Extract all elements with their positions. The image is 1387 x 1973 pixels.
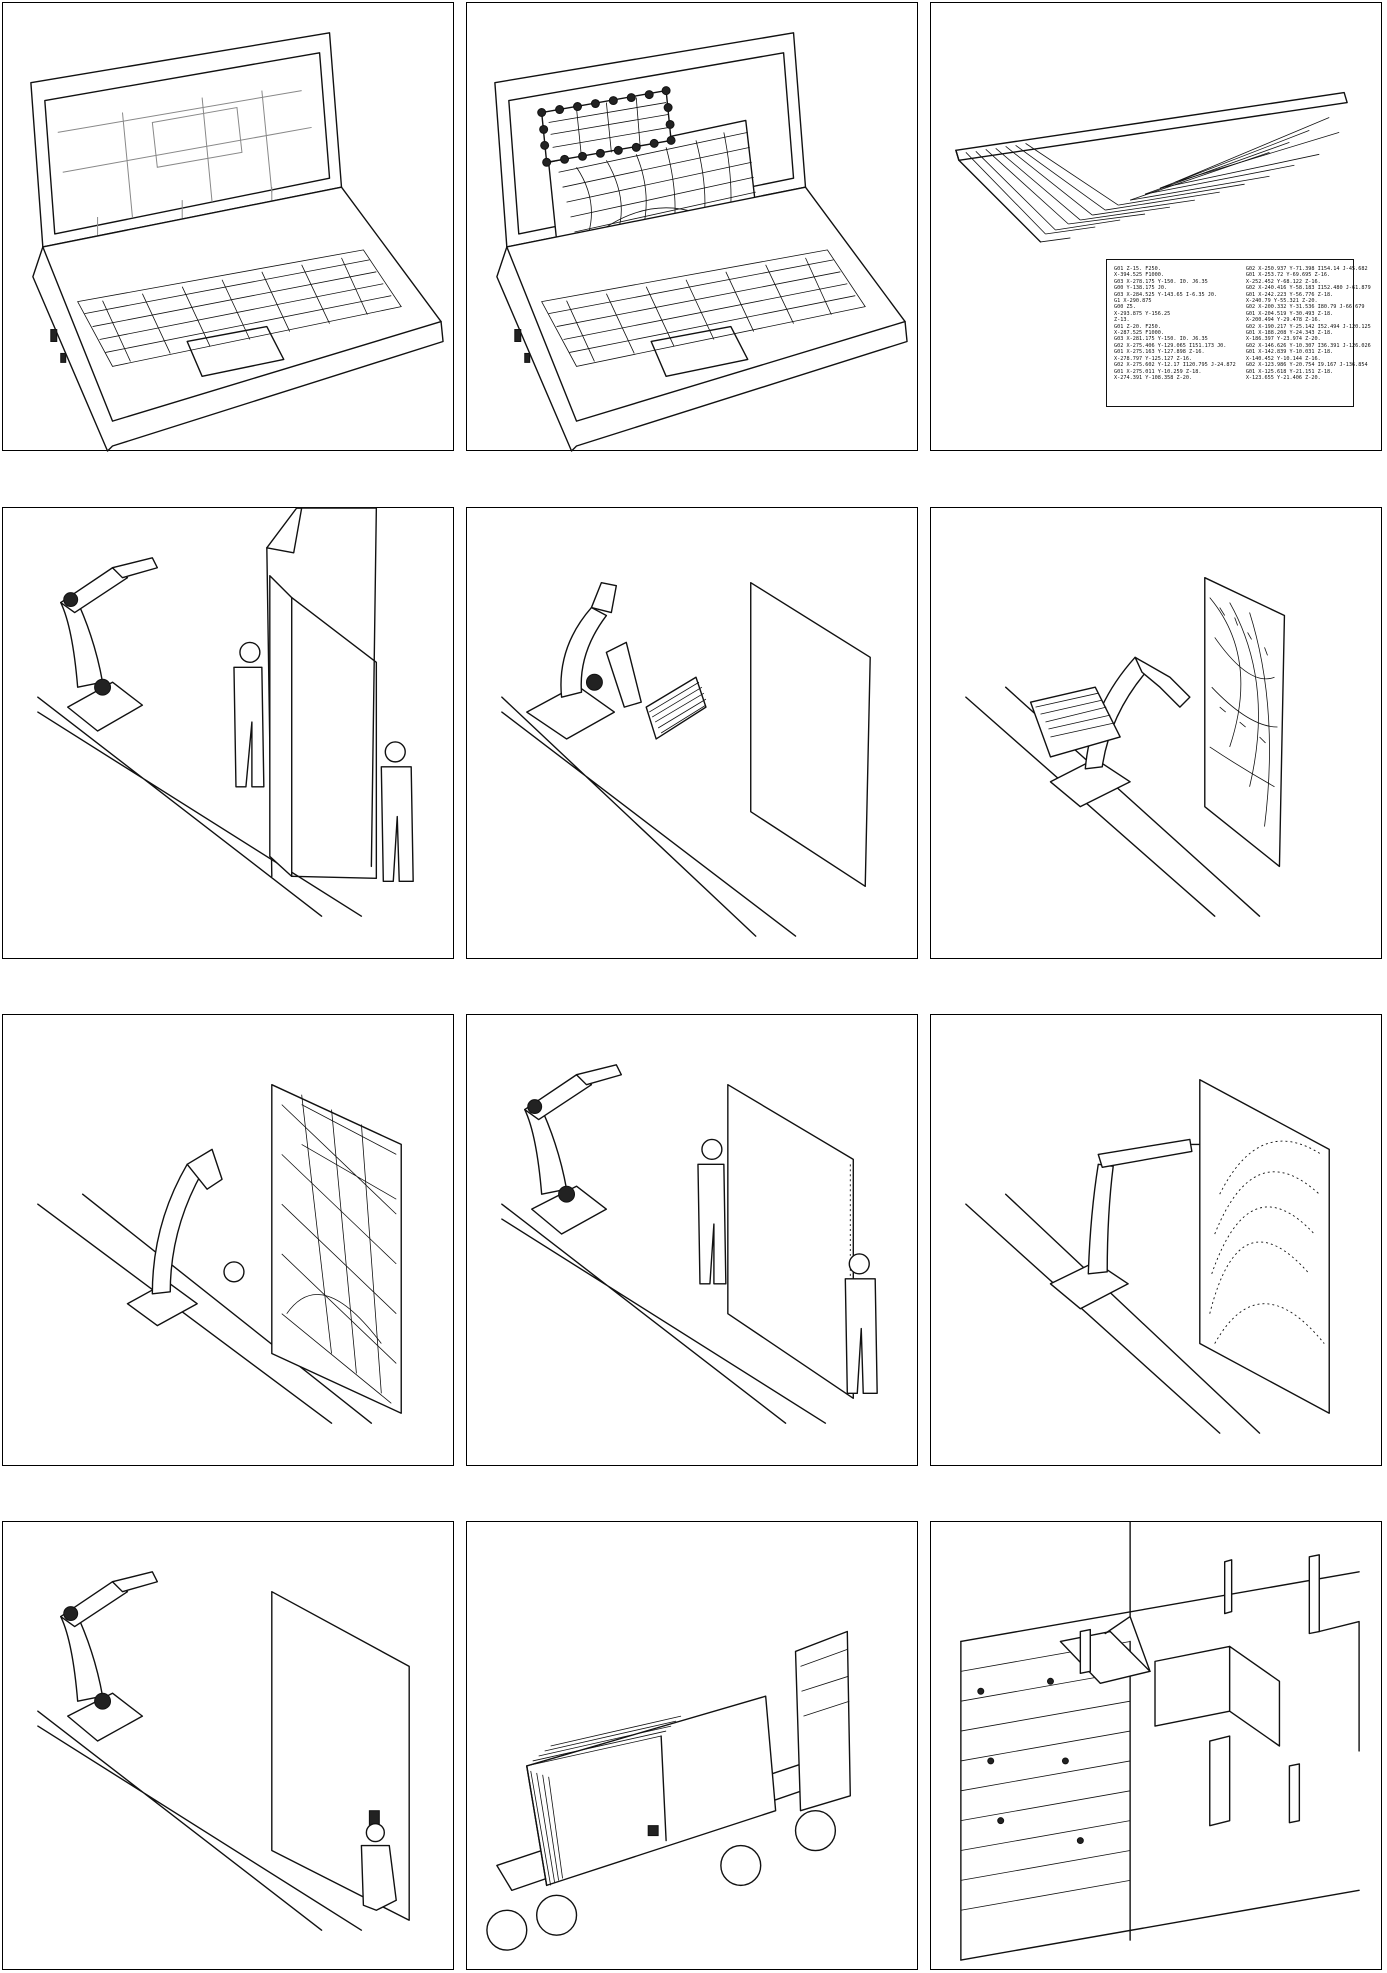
gcode-line: G03 X-278.175 Y-150. I0. J6.35 [1114, 278, 1208, 285]
gcode-line: G02 X-275.406 Y-129.065 I151.173 J0. [1114, 342, 1227, 349]
building-assembly-drawing [960, 1521, 1360, 1961]
gcode-line: X-186.397 Y-23.974 Z-20. [1245, 336, 1321, 343]
panel-robot-finished-panel [2, 1521, 454, 1970]
gcode-line: G01 X-242.223 Y-56.776 Z-18. [1245, 291, 1334, 298]
gcode-line: X-140.452 Y-10.144 Z-16. [1245, 355, 1321, 362]
gcode-line: X-200.494 Y-29.478 Z-16. [1245, 317, 1321, 324]
panel-building-assembly [930, 1521, 1382, 1970]
panel-laptop-model [2, 2, 454, 452]
panel-robot-strips [466, 507, 918, 959]
gcode-line: G02 X-146.626 Y-10.307 I36.391 J-126.026 [1245, 342, 1371, 349]
layer-stack-drawing [955, 91, 1348, 243]
gcode-line: G01 X-275.163 Y-127.898 Z-16. [1114, 349, 1205, 356]
gcode-line: G02 X-190.217 Y-25.142 I52.494 J-120.125 [1245, 323, 1371, 330]
gcode-line: X-394.525 F1000. [1114, 272, 1164, 279]
gcode-line: G03 X-281.175 Y-150. I0. J6.35 [1114, 336, 1208, 343]
gcode-line: X-293.875 Y-156.25 [1114, 310, 1171, 317]
gcode-line: X-252.452 Y-68.122 Z-16. [1245, 278, 1321, 285]
panel-toolpath-gcode: G01 Z-15. F250.X-394.525 F1000.G03 X-278… [930, 2, 1382, 451]
robot-panel-placement-drawing [37, 507, 414, 917]
gcode-line: G02 X-123.986 Y-20.754 I9.167 J-136.854 [1245, 362, 1368, 369]
gcode-line: X-123.655 Y-21.406 Z-20. [1245, 374, 1321, 381]
gcode-line: G02 X-275.602 Y-12.17 I120.795 J-24.872 [1114, 362, 1236, 369]
gcode-line: X-274.391 Y-108.358 Z-20. [1114, 374, 1193, 381]
panel-robot-panel-remove [466, 1014, 918, 1466]
gcode-line: G01 Z-20. F250. [1114, 323, 1161, 330]
gcode-line: G01 X-188.208 Y-24.343 Z-18. [1245, 330, 1334, 337]
gcode-line: G01 X-142.839 Y-10.031 Z-18. [1245, 349, 1334, 356]
gcode-line: X-287.525 F1000. [1114, 330, 1164, 337]
gcode-column-left: G01 Z-15. F250.X-394.525 F1000.G03 X-278… [1114, 266, 1236, 400]
panel-robot-mesh-wall [930, 507, 1382, 959]
robot-finished-panel-drawing [37, 1571, 410, 1931]
panel-robot-panel-placement [2, 507, 454, 959]
gcode-line: G02 X-240.416 Y-58.183 I152.480 J-61.879 [1245, 285, 1371, 292]
gcode-line: X-278.797 Y-125.127 Z-16. [1114, 355, 1193, 362]
truck-transport-drawing [486, 1630, 851, 1951]
gcode-line: G00 Z5. [1114, 304, 1136, 311]
laptop-model-drawing [30, 32, 444, 452]
robot-dotted-wall-drawing [965, 1079, 1330, 1434]
gcode-line: G1 X-290.875 [1114, 298, 1152, 305]
panel-laptop-mesh [466, 2, 918, 452]
robot-strips-drawing [501, 581, 871, 937]
panel-truck-transport [466, 1521, 918, 1970]
laptop-mesh-drawing [494, 32, 908, 452]
gcode-line: X-240.79 Y-55.321 Z-20. [1245, 298, 1318, 305]
gcode-line: G02 X-250.937 Y-71.398 I154.14 J-45.682 [1245, 266, 1368, 272]
robot-panel-remove-drawing [501, 1064, 878, 1424]
gcode-line: G01 X-275.011 Y-10.259 Z-18. [1114, 368, 1202, 375]
gcode-line: G01 Z-15. F250. [1114, 266, 1161, 272]
gcode-line: G00 Y-138.175 J0. [1114, 285, 1168, 292]
gcode-line: G01 X-204.519 Y-30.493 Z-18. [1245, 310, 1334, 317]
gcode-line: G03 X-284.525 Y-143.65 I-6.35 J0. [1114, 291, 1218, 298]
gcode-line: G01 X-253.72 Y-69.695 Z-16. [1245, 272, 1331, 279]
panel-robot-dotted-wall [930, 1014, 1382, 1466]
robot-grid-wall-drawing [37, 1083, 402, 1424]
panel-robot-grid-wall [2, 1014, 454, 1466]
gcode-line: G02 X-200.332 Y-31.536 I80.79 J-66.679 [1245, 304, 1365, 311]
gcode-line: Z-13. [1114, 317, 1130, 324]
gcode-listing: G01 Z-15. F250.X-394.525 F1000.G03 X-278… [1106, 259, 1371, 407]
gcode-line: G01 X-125.618 Y-21.151 Z-18. [1245, 368, 1334, 375]
robot-mesh-wall-drawing [965, 576, 1286, 917]
